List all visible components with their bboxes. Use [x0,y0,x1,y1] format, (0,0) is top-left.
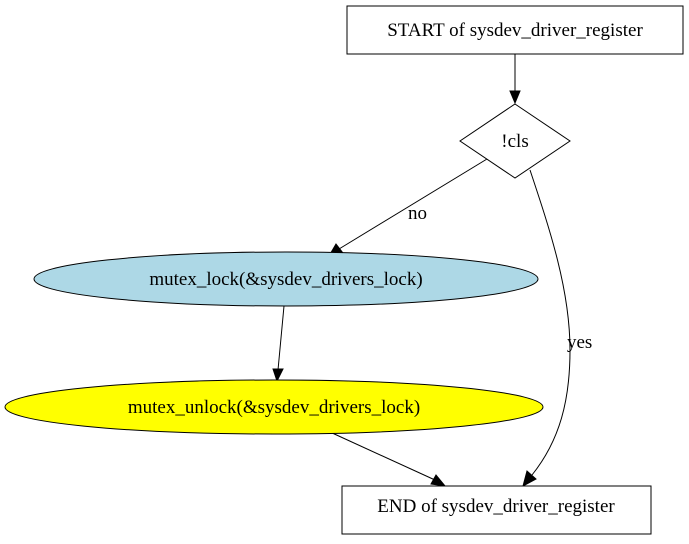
mutex-unlock-node-label: mutex_unlock(&sysdev_drivers_lock) [128,397,420,418]
mutex-unlock-node: mutex_unlock(&sysdev_drivers_lock) [4,379,544,435]
end-node: END of sysdev_driver_register [341,485,652,535]
decision-node-label: !cls [501,131,528,152]
mutex-lock-node-label: mutex_lock(&sysdev_drivers_lock) [149,269,422,290]
decision-node: !cls [459,103,571,179]
end-node-label: END of sysdev_driver_register [377,496,615,517]
start-node: START of sysdev_driver_register [346,5,684,55]
edge-decision-no: no [327,158,488,257]
edge-decision-yes: yes [522,169,592,487]
edge-label-yes: yes [567,332,592,353]
start-node-label: START of sysdev_driver_register [387,20,643,41]
edge-lock-to-unlock [272,305,285,383]
edge-start-to-decision [509,54,521,105]
edge-unlock-to-end [329,431,447,487]
mutex-lock-node: mutex_lock(&sysdev_drivers_lock) [33,251,539,307]
edge-label-no: no [408,203,427,224]
